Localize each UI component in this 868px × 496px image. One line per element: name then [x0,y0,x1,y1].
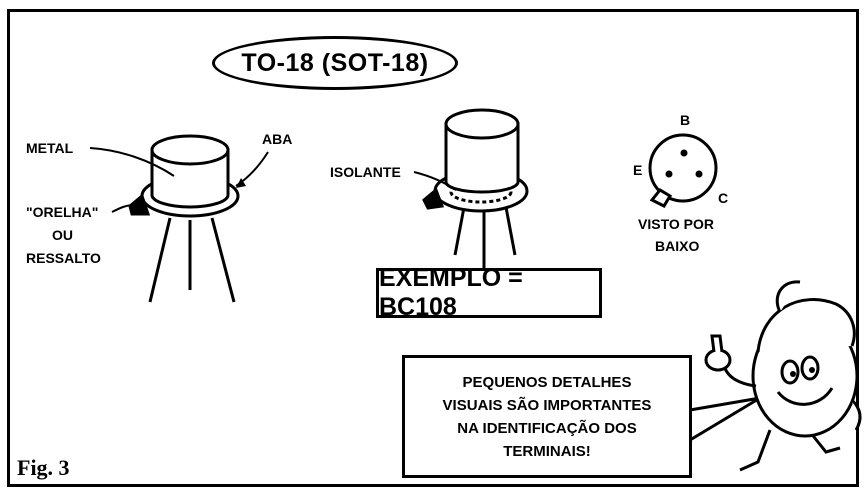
label-metal: METAL [26,140,74,156]
example-box: EXEMPLO = BC108 [376,264,602,321]
speech-bubble: PEQUENOS DETALHES VISUAIS SÃO IMPORTANTE… [402,355,692,478]
label-isolante: ISOLANTE [330,164,401,180]
label-pin-c: C [718,190,729,206]
leader-lines [89,147,457,213]
label-pin-e: E [633,162,643,178]
cartoon-mascot-icon [704,280,862,472]
speech-line-2: VISUAIS SÃO IMPORTANTES [442,396,652,414]
label-visto-por: VISTO POR [638,216,714,232]
speech-line-3: NA IDENTIFICAÇÃO DOS [457,419,637,437]
bottom-view-icon [648,133,718,208]
label-aba: ABA [262,131,293,147]
label-pin-b: B [680,112,691,128]
speech-tail [688,396,761,443]
speech-line-4: TERMINAIS! [503,442,591,460]
label-ressalto: RESSALTO [26,250,101,266]
transistor-isolante-icon [422,108,529,268]
arrowheads [134,178,246,210]
figure-label: Fig. 3 [17,455,70,480]
label-baixo: BAIXO [655,238,700,254]
label-orelha: "ORELHA" [26,204,99,220]
speech-line-1: PEQUENOS DETALHES [462,373,632,391]
label-ou: OU [52,227,73,243]
diagram-title: TO-18 (SOT-18) [212,36,458,90]
